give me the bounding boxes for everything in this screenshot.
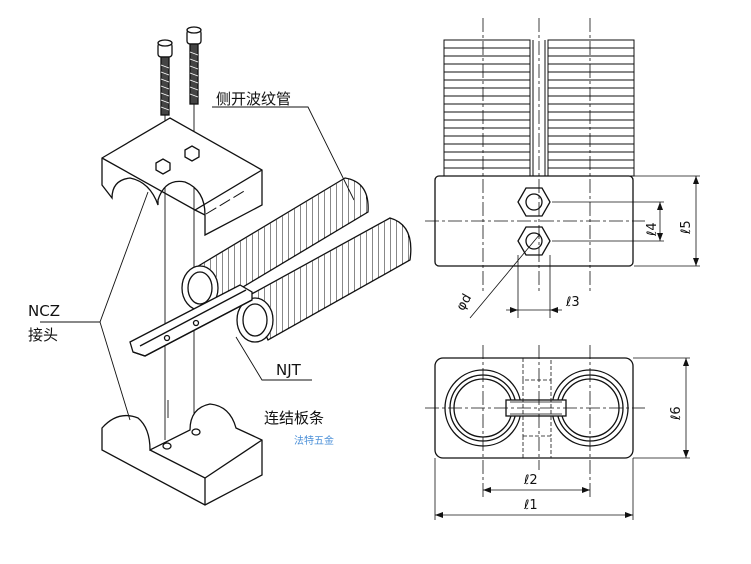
upper-clamp [101, 117, 263, 237]
dim-l6: ℓ6 [669, 406, 684, 420]
connecting-strip [129, 284, 253, 357]
front-pipes [443, 39, 635, 177]
front-view [425, 18, 700, 319]
pipe-lower [236, 217, 412, 343]
bolt-right [186, 26, 202, 105]
exploded-view [40, 26, 412, 506]
pipe-upper [181, 177, 369, 311]
dim-l3: ℓ3 [566, 295, 580, 310]
leader-lines [40, 106, 355, 421]
dim-l4: ℓ4 [645, 222, 660, 236]
lower-clamp [101, 400, 263, 506]
dim-l2: ℓ2 [524, 473, 538, 488]
watermark: 法特五金 [294, 436, 334, 447]
label-ncz-name: 接头 [28, 326, 59, 344]
label-ncz-code: NCZ [28, 302, 60, 320]
dim-l5: ℓ5 [679, 220, 694, 234]
label-njt-name: 连结板条 [264, 409, 325, 427]
dim-l1: ℓ1 [524, 498, 538, 513]
top-view [425, 345, 690, 520]
label-corrugated-pipe: 侧开波纹管 [216, 90, 292, 108]
label-njt-code: NJT [276, 361, 301, 379]
bolt-left [157, 39, 173, 116]
